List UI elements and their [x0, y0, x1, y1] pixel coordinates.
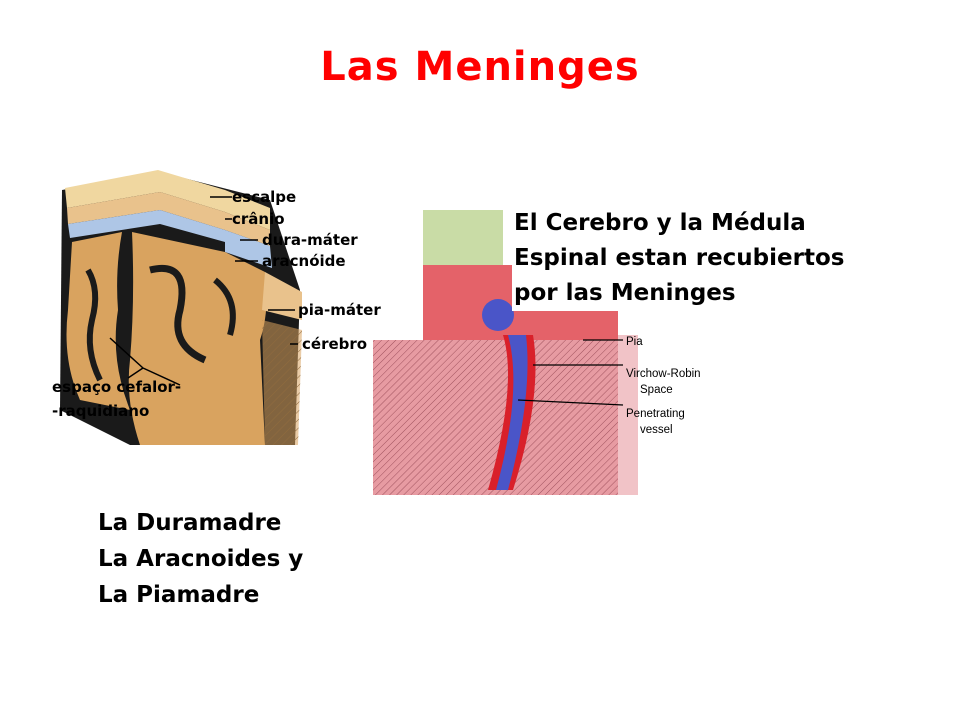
brain-sulcus-2 — [149, 265, 207, 364]
arachnoid-tissue — [423, 210, 503, 265]
label-dura-mater: dura-máter — [262, 231, 358, 249]
caption-line-3: por las Meninges — [514, 280, 736, 306]
scalp-side — [225, 190, 270, 230]
caption-line-1: El Cerebro y la Médula — [514, 210, 806, 236]
label-virchow-2: Space — [640, 384, 673, 396]
label-espaco-2: -raquidiano — [52, 402, 149, 420]
caption-text: El Cerebro y la Médula Espinal estan rec… — [512, 206, 946, 311]
page-title: Las Meninges — [320, 44, 640, 90]
label-pia-mater: pia-máter — [298, 301, 381, 319]
dura-side — [225, 230, 272, 268]
leader-lines — [109, 196, 298, 386]
dura-layer — [68, 210, 225, 242]
label-cranio: crânio — [232, 210, 285, 228]
vessel-cross-section — [482, 299, 514, 331]
pia-side — [262, 272, 302, 320]
label-aracnoide: aracnóide — [262, 252, 346, 270]
brain-right — [128, 232, 267, 445]
meninges-cross-section-figure: escalpe crânio dura-máter aracnóide pia-… — [52, 170, 381, 445]
brain-sulcus-3 — [213, 277, 236, 336]
label-espaco-1: espaço cefalor- — [52, 378, 181, 396]
list-item: La Aracnoides y — [98, 546, 304, 572]
label-penetrating-2: vessel — [640, 424, 673, 436]
cortex-cut-fill — [262, 320, 302, 445]
label-penetrating-1: Penetrating — [626, 408, 685, 420]
scalp-layer — [65, 170, 225, 212]
label-virchow-1: Virchow-Robin — [626, 368, 701, 380]
label-escalpe: escalpe — [232, 188, 296, 206]
cortex-edge — [618, 335, 638, 495]
label-pia: Pia — [626, 336, 643, 348]
label-cerebro: cérebro — [302, 335, 367, 353]
skull-layer — [67, 192, 225, 230]
skull-side — [225, 212, 270, 246]
list-item: La Piamadre — [98, 582, 260, 608]
caption-line-2: Espinal estan recubiertos — [514, 245, 845, 271]
list-item: La Duramadre — [98, 510, 282, 536]
brain-sulcus — [85, 268, 103, 382]
penetrating-vessel-blue — [496, 335, 528, 490]
meninges-list: La Duramadre La Aracnoides y La Piamadre — [98, 505, 303, 613]
leader-lines-right — [517, 339, 624, 406]
brain-left — [66, 232, 130, 410]
